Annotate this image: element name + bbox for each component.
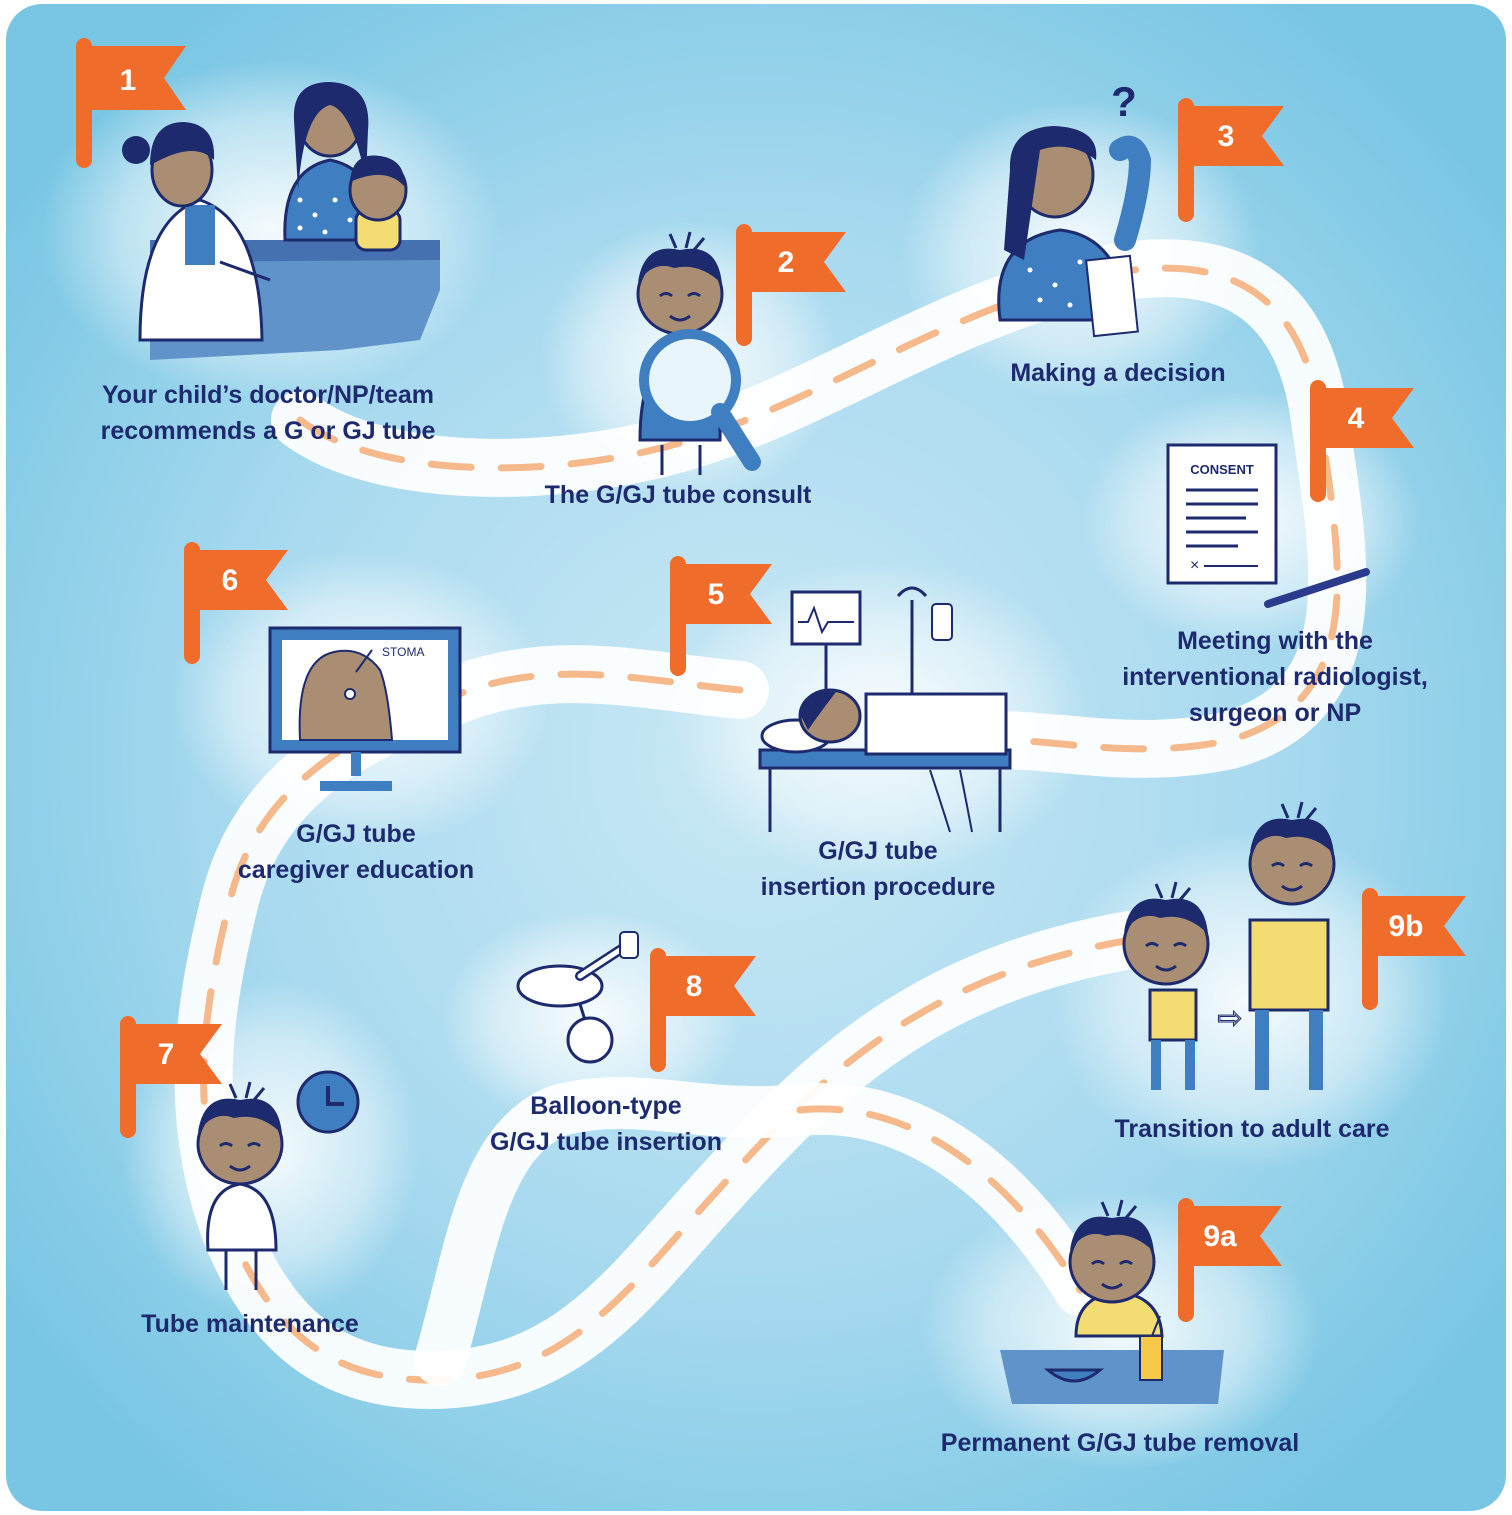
flag-number: 8 bbox=[686, 970, 703, 1003]
flag-number: 1 bbox=[120, 64, 137, 97]
flag-number: 6 bbox=[222, 564, 239, 597]
child-clock-icon bbox=[196, 1070, 360, 1290]
flag-7: 7 bbox=[120, 1016, 222, 1138]
flag-5: 5 bbox=[670, 556, 772, 676]
flag-6: 6 bbox=[184, 542, 288, 664]
doctor-family-icon bbox=[122, 82, 440, 360]
step-9b-label: Transition to adult care bbox=[1114, 1115, 1390, 1143]
signature-mark: × bbox=[1190, 557, 1199, 574]
flag-number: 7 bbox=[158, 1038, 175, 1071]
step-3-label: Making a decision bbox=[1010, 359, 1226, 387]
flag-2: 2 bbox=[736, 224, 846, 346]
flag-number: 3 bbox=[1218, 120, 1235, 153]
balloon-tube-icon bbox=[516, 931, 639, 1064]
flag-number: 9b bbox=[1388, 910, 1423, 943]
question-mark-icon: ? bbox=[1111, 78, 1137, 125]
flag-3: 3 bbox=[1178, 98, 1284, 222]
flag-9b: 9b bbox=[1362, 888, 1466, 1010]
magnifying-glass-child-icon bbox=[636, 230, 761, 475]
step-2-label: The G/GJ tube consult bbox=[544, 481, 812, 509]
flag-number: 9a bbox=[1203, 1220, 1237, 1253]
hospital-bed-icon bbox=[758, 586, 1012, 833]
consent-title: CONSENT bbox=[1190, 462, 1254, 477]
consent-form-icon: CONSENT × bbox=[1166, 443, 1370, 608]
step-7-label: Tube maintenance bbox=[141, 1310, 359, 1338]
thinking-parent-icon: ? bbox=[997, 78, 1152, 338]
child-eating-icon bbox=[1000, 1198, 1224, 1404]
flag-number: 5 bbox=[708, 578, 725, 611]
flag-8: 8 bbox=[650, 948, 756, 1072]
flag-number: 2 bbox=[778, 246, 795, 279]
stoma-label: STOMA bbox=[382, 645, 424, 659]
flag-4: 4 bbox=[1310, 380, 1414, 502]
transition-arrow-icon: ⇨ bbox=[1217, 1001, 1242, 1036]
step-9a-label: Permanent G/GJ tube removal bbox=[940, 1429, 1300, 1457]
flag-9a: 9a bbox=[1178, 1198, 1282, 1322]
flag-number: 4 bbox=[1348, 402, 1365, 435]
child-to-adult-icon: ⇨ bbox=[1122, 800, 1336, 1090]
monitor-stoma-icon: STOMA bbox=[268, 626, 462, 791]
flag-1: 1 bbox=[76, 38, 186, 168]
